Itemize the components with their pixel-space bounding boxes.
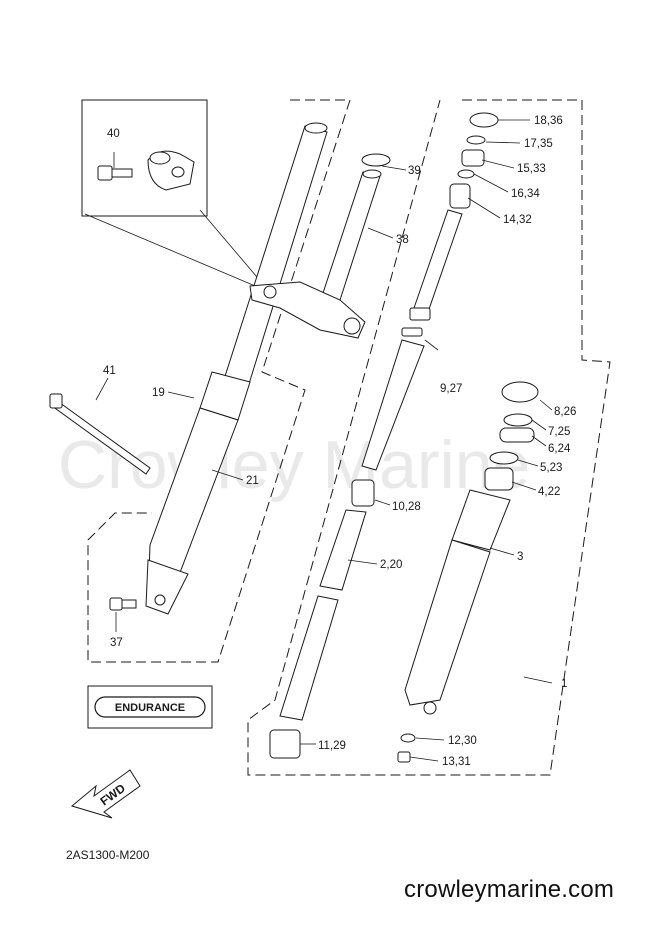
right-fork-outer <box>397 381 539 763</box>
callout-21: 21 <box>246 475 259 487</box>
callout-17-35: 17,35 <box>524 138 553 150</box>
callout-11-29: 11,29 <box>318 740 346 752</box>
endurance-label: ENDURANCE <box>115 702 185 714</box>
right-assembly-boundary <box>247 99 611 776</box>
leader-lines <box>95 119 553 762</box>
callout-41: 41 <box>103 365 116 377</box>
callout-9-27: 9,27 <box>440 383 462 395</box>
callout-13-31: 13,31 <box>442 756 471 768</box>
callout-1: 1 <box>561 678 567 690</box>
callout-4-22: 4,22 <box>538 486 560 498</box>
callout-16-34: 16,34 <box>511 188 540 200</box>
cartridge-parts <box>269 112 499 759</box>
axle-41 <box>49 393 151 475</box>
callout-6-24: 6,24 <box>548 443 571 455</box>
callout-14-32: 14,32 <box>503 214 532 226</box>
callout-8-26: 8,26 <box>554 406 576 418</box>
callout-19: 19 <box>152 387 165 399</box>
inset-box <box>81 99 208 217</box>
callout-39: 39 <box>408 165 421 177</box>
callout-10-28: 10,28 <box>392 501 421 513</box>
left-assembly-boundary <box>87 99 351 663</box>
diagram-code: 2AS1300-M200 <box>66 848 150 862</box>
endurance-badge: ENDURANCE <box>87 685 213 729</box>
bolt-37 <box>109 597 137 611</box>
callout-15-33: 15,33 <box>517 163 546 175</box>
callout-2-20: 2,20 <box>380 559 402 571</box>
fwd-arrow: FWD <box>70 769 141 819</box>
steering-stem-assembly <box>249 153 391 339</box>
callout-12-30: 12,30 <box>448 735 477 747</box>
pinch-bolt-40 <box>97 150 195 191</box>
callout-37: 37 <box>110 637 123 649</box>
callout-3: 3 <box>517 551 523 563</box>
callout-18-36: 18,36 <box>534 115 563 127</box>
website-footer[interactable]: crowleymarine.com <box>404 876 615 903</box>
callout-38: 38 <box>396 234 409 246</box>
callout-40: 40 <box>107 128 120 140</box>
inset-leader <box>84 213 261 289</box>
callout-7-25: 7,25 <box>548 426 570 438</box>
watermark: Crowley Marine <box>58 427 530 503</box>
callout-5-23: 5,23 <box>540 462 562 474</box>
left-fork-assembly <box>145 122 328 615</box>
callout-labels: 40 39 38 41 19 21 37 18,36 17,35 15,33 1… <box>103 115 576 768</box>
